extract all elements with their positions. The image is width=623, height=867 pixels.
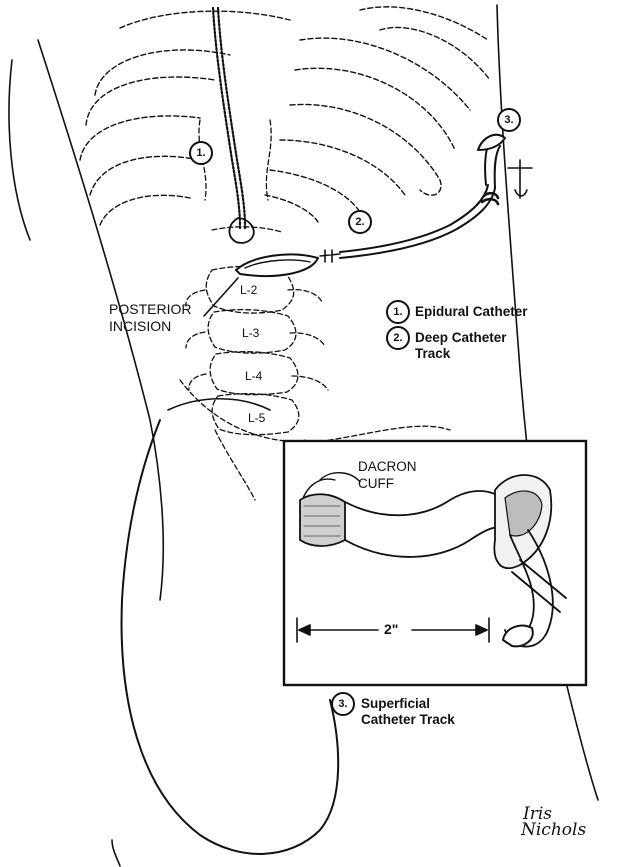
callout-1-epidural: 1. (189, 141, 213, 165)
vertebra-l3-label: L-3 (241, 326, 260, 340)
legend-2-text-line2: Track (415, 346, 450, 361)
dacron-cuff-label-line2: CUFF (358, 476, 394, 491)
legend-1-number: 1. (386, 300, 410, 324)
callout-2-deep-track: 2. (348, 210, 372, 234)
callout-3-superficial: 3. (497, 108, 521, 132)
legend-2-number: 2. (386, 326, 410, 350)
posterior-incision-label-line2: INCISION (109, 319, 171, 334)
caption-number: 3. (331, 692, 355, 716)
vertebra-l5-label: L-5 (247, 411, 266, 425)
posterior-incision (236, 250, 340, 276)
posterior-incision-label-line1: POSTERIOR (109, 302, 191, 317)
vertebra-l2-label: L-2 (239, 283, 258, 297)
rib-cage (80, 7, 490, 225)
inset-box (284, 441, 586, 685)
measurement-label: 2" (384, 622, 398, 637)
artist-signature-line2: Nichols (521, 822, 586, 838)
legend-2-text-line1: Deep Catheter (415, 330, 507, 345)
epidural-catheter (213, 8, 254, 243)
legend-1-text: Epidural Catheter (415, 304, 528, 319)
deep-catheter-track (340, 135, 532, 258)
vertebra-l4-label: L-4 (244, 369, 263, 383)
dacron-cuff-label-line1: DACRON (358, 459, 417, 474)
caption-line2: Catheter Track (361, 712, 455, 727)
caption-line1: Superficial (361, 696, 430, 711)
